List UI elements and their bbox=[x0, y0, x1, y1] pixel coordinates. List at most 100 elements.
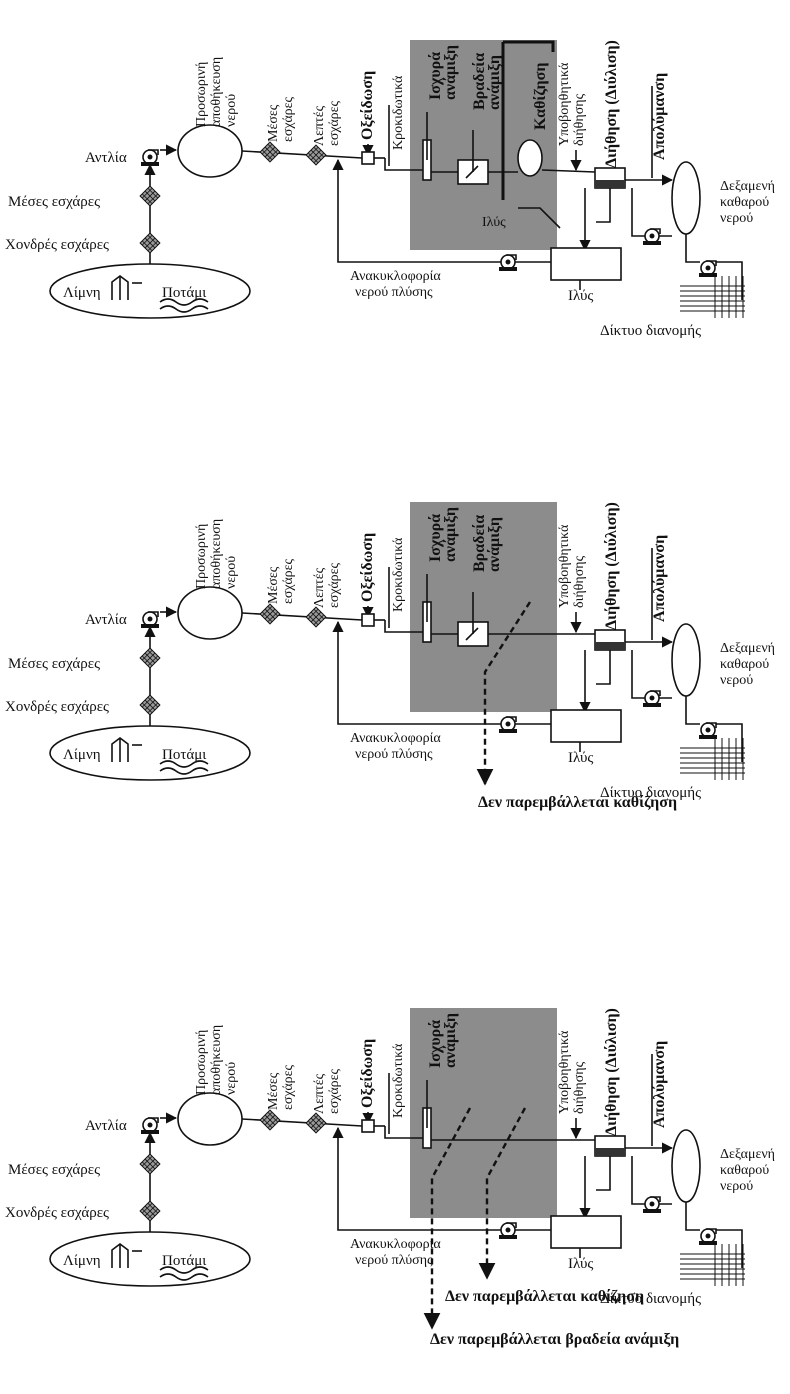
pump-icon-core bbox=[649, 233, 655, 239]
backwash-return bbox=[596, 650, 611, 685]
recirculation-pipe bbox=[332, 620, 551, 725]
pump-icon-base bbox=[643, 241, 661, 245]
slow-mix-label-line: Βραδεία bbox=[471, 53, 488, 110]
recirculation-pipe bbox=[332, 158, 551, 263]
screen-icon-bar bbox=[261, 611, 273, 623]
slow-mix-label-line: ανάμιξη bbox=[486, 55, 503, 110]
sludge-label: Ιλύς bbox=[568, 288, 593, 304]
oxidation-label-line: Οξείδωση bbox=[359, 1039, 376, 1108]
pump-icon-outlet bbox=[706, 260, 717, 266]
distribution-pump-icon bbox=[699, 722, 717, 739]
clean-tank-label-3: νερού bbox=[720, 1179, 753, 1194]
fine-screens-label-line: Λεπτές bbox=[312, 567, 327, 608]
filter-aids-label-line: Υποβοηθητικά bbox=[557, 62, 572, 146]
recirculation-label-2: νερού πλύσης bbox=[355, 747, 433, 762]
distribution-network-label: Δίκτυο διανομής bbox=[600, 1291, 701, 1307]
distribution-pump-icon bbox=[699, 1228, 717, 1245]
oxidation-mixer-box bbox=[361, 151, 375, 165]
pump-icon-base bbox=[699, 735, 717, 739]
coarse-screens-label: Χονδρές εσχάρες bbox=[5, 1205, 109, 1221]
screen-icon-bar bbox=[141, 193, 153, 205]
rapid-mix-label-line: Ισχυρά bbox=[427, 1020, 444, 1068]
rapid-mix-label-line: Ισχυρά bbox=[427, 514, 444, 562]
recirculation-pump-icon bbox=[499, 1222, 517, 1239]
distribution-pipe bbox=[685, 234, 700, 263]
screen-icon-bar bbox=[144, 190, 156, 202]
sedimentation-frame bbox=[501, 40, 555, 200]
distribution-pipe bbox=[685, 696, 700, 725]
screen-icon-bar bbox=[141, 1208, 153, 1220]
pump-icon-outlet bbox=[506, 716, 517, 722]
storage-label-line: Προσωρινή bbox=[194, 524, 209, 589]
coarse-screen-icon bbox=[139, 1200, 161, 1222]
storage-tank-ellipse bbox=[177, 1092, 243, 1146]
pump-label: Αντλία bbox=[85, 612, 127, 628]
wash-water-tank bbox=[550, 709, 622, 743]
clean-tank-label-2: καθαρού bbox=[720, 657, 769, 672]
pump-icon-base bbox=[699, 1241, 717, 1245]
filtration-label: Διήθηση (Διύλιση) bbox=[603, 502, 620, 630]
recirculation-pipe bbox=[332, 1126, 551, 1231]
coagulants-label: Κροκιδωτικά bbox=[391, 537, 406, 612]
coagulants-label-line: Κροκιδωτικά bbox=[391, 1043, 406, 1118]
river-label: Ποτάμι bbox=[162, 747, 206, 763]
pump-icon-outlet bbox=[650, 690, 661, 696]
medium-screens-top-label-line: Μέσες bbox=[266, 1072, 281, 1110]
main-pipe-3 bbox=[384, 620, 423, 633]
storage-label-line: νερού bbox=[224, 1062, 239, 1095]
screen-icon-bar bbox=[147, 1208, 159, 1220]
filter-aids-label-line: διήθησης bbox=[572, 1061, 587, 1114]
filter-aids-label-line: διήθησης bbox=[572, 555, 587, 608]
screen-icon-bar bbox=[147, 240, 159, 252]
pipe-sed-to-filter bbox=[541, 169, 596, 173]
lake-label: Λίμνη bbox=[63, 747, 101, 763]
storage-label-line: Προσωρινή bbox=[194, 62, 209, 127]
screen-icon-bar bbox=[147, 702, 159, 714]
pump-icon-core bbox=[649, 1201, 655, 1207]
pump-icon-outlet bbox=[650, 228, 661, 234]
screen-icon-bar bbox=[264, 608, 276, 620]
recirculation-pump-icon bbox=[499, 254, 517, 271]
disinfection-label: Απολύμανση bbox=[651, 535, 668, 622]
screen-icon-bar bbox=[144, 1158, 156, 1170]
pump-icon-core bbox=[705, 727, 711, 733]
pump-icon-base bbox=[141, 624, 159, 628]
coarse-screen-icon bbox=[139, 694, 161, 716]
screen-icon-bar bbox=[307, 152, 319, 164]
river-wave-icon bbox=[159, 767, 209, 775]
fine-screens-label-line: εσχάρες bbox=[327, 562, 342, 608]
pump-icon-base bbox=[499, 1235, 517, 1239]
coarse-screens-label: Χονδρές εσχάρες bbox=[5, 237, 109, 253]
recirculation-label-2: νερού πλύσης bbox=[355, 1253, 433, 1268]
distribution-network-label: Δίκτυο διανομής bbox=[600, 785, 701, 801]
sludge-label: Ιλύς bbox=[568, 750, 593, 766]
no-slow-mix-note: Δεν παρεμβάλλεται βραδεία ανάμιξη bbox=[430, 1331, 679, 1348]
backwash-pump-icon bbox=[643, 690, 661, 707]
screen-icon-bar bbox=[147, 193, 159, 205]
disinfection-label: Απολύμανση bbox=[651, 1041, 668, 1128]
screen-icon-bar bbox=[313, 614, 325, 626]
storage-label-line: αποθήκευση bbox=[209, 1025, 224, 1095]
coarse-screen-icon bbox=[139, 232, 161, 254]
fine-screen-icon-2 bbox=[305, 1112, 327, 1134]
screen-icon-bar bbox=[313, 152, 325, 164]
backwash-return bbox=[596, 1156, 611, 1191]
clean-tank-label-2: καθαρού bbox=[720, 1163, 769, 1178]
coagulants-label-line: Κροκιδωτικά bbox=[391, 75, 406, 150]
pump-icon-core bbox=[505, 721, 511, 727]
treatment-zone-shade bbox=[410, 502, 557, 712]
river-label: Ποτάμι bbox=[162, 1253, 206, 1269]
filter-media bbox=[595, 642, 625, 650]
medium-screens-top-label-line: Μέσες bbox=[266, 566, 281, 604]
